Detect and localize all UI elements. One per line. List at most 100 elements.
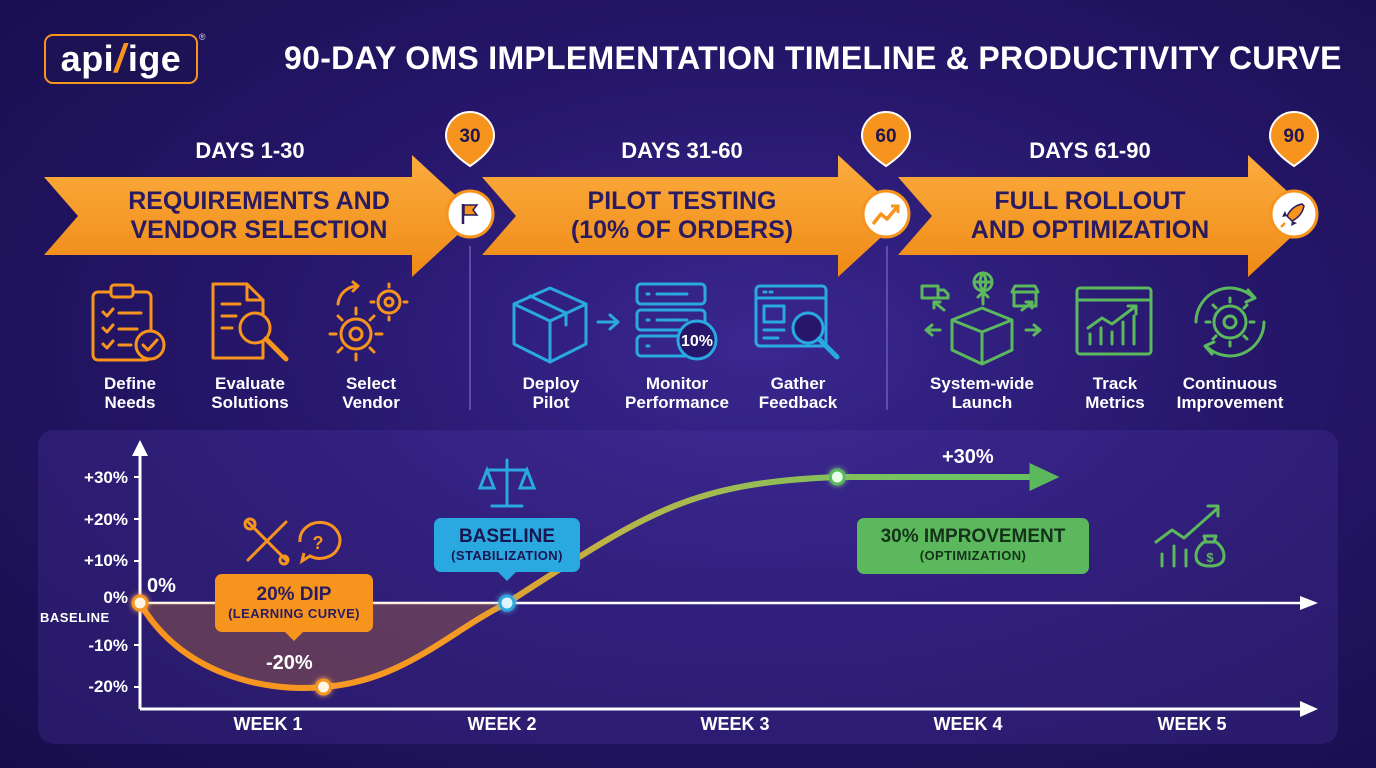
phase-2-arrow	[482, 155, 904, 277]
step-label-line2: Performance	[625, 393, 729, 412]
phase-3-title-line1: FULL ROLLOUT	[994, 187, 1186, 215]
curve-arrowhead	[1029, 463, 1060, 491]
y-tick-label: -10%	[88, 636, 128, 655]
cycle-gear-icon	[1194, 286, 1266, 358]
callout-title: BASELINE	[458, 526, 556, 547]
step-label-line2: Solutions	[211, 393, 289, 412]
x-tick-label: WEEK 4	[933, 714, 1003, 734]
step-label-line1: Monitor	[645, 374, 709, 393]
step-label-line2: Improvement	[1176, 393, 1284, 412]
phase-1-label: DAYS 1-30	[195, 138, 305, 163]
step-icons: 10%	[91, 271, 1266, 366]
milestone-pin-60	[860, 111, 912, 239]
step-label-line1: Continuous	[1182, 374, 1278, 393]
curve-point-start	[131, 594, 149, 612]
point-label-start: 0%	[147, 575, 176, 597]
phase-2-label: DAYS 31-60	[621, 138, 743, 163]
phase-2-title-line1: PILOT TESTING	[587, 187, 777, 215]
step-label-line2: Pilot	[532, 393, 570, 412]
productivity-curve-line	[137, 474, 1037, 691]
y-tick-label: +30%	[84, 468, 128, 487]
trend-up-icon	[871, 204, 900, 226]
step-label-line2: Needs	[104, 393, 156, 412]
phase-2-title: PILOT TESTING (10% OF ORDERS)	[548, 187, 816, 245]
phase-1-title: REQUIREMENTS AND VENDOR SELECTION	[118, 187, 400, 245]
y-tick-label: +10%	[84, 551, 128, 570]
page-title: 90-DAY OMS IMPLEMENTATION TIMELINE & PRO…	[284, 40, 1342, 76]
metrics-chart-icon	[1075, 286, 1153, 356]
optimization-callout: 30% IMPROVEMENT (OPTIMIZATION)	[857, 518, 1089, 574]
distribution-icon	[920, 271, 1042, 366]
milestone-number-30: 30	[459, 126, 481, 147]
x-tick-label: WEEK 1	[233, 714, 303, 734]
milestone-number-90: 90	[1283, 126, 1305, 147]
callout-pointer	[285, 632, 303, 641]
step-label-line1: Track	[1092, 374, 1138, 393]
rocket-icon	[1280, 203, 1305, 228]
step-label-line2: Metrics	[1085, 393, 1145, 412]
callout-title: 30% IMPROVEMENT	[880, 526, 1066, 547]
learning-curve-callout: 20% DIP (LEARNING CURVE)	[215, 574, 373, 641]
y-axis-arrowhead	[132, 440, 148, 456]
y-tick-label: -20%	[88, 677, 128, 696]
phase-3-title: FULL ROLLOUT AND OPTIMIZATION	[950, 187, 1230, 245]
callout-title: 20% DIP	[256, 584, 332, 605]
callout-pointer	[498, 572, 516, 581]
y-tick-label: 0%	[103, 588, 128, 607]
phase-2-title-line2: (10% OF ORDERS)	[570, 216, 794, 244]
y-tick-label: +20%	[84, 510, 128, 529]
milestone-pin-30	[444, 111, 496, 239]
phase-1-arrow	[44, 155, 478, 277]
logo-text-right: ige	[127, 38, 182, 79]
point-label-peak: +30%	[942, 446, 994, 468]
curve-point-baseline	[498, 594, 516, 612]
phase-3-label: DAYS 61-90	[1029, 138, 1151, 163]
phase-banner	[44, 111, 1320, 410]
baseline-arrowhead	[1300, 596, 1318, 610]
checklist-icon	[91, 283, 166, 362]
logo-registered-mark: ®	[198, 32, 206, 42]
stabilization-callout: BASELINE (STABILIZATION)	[434, 518, 580, 581]
phase-3-title-line2: AND OPTIMIZATION	[970, 216, 1210, 244]
step-label-line1: Deploy	[522, 374, 580, 393]
balance-scale-icon	[477, 458, 537, 508]
apiige-logo: api / ige ®	[44, 32, 205, 84]
question-bubble-icon: ?	[298, 520, 342, 565]
pilot-percent-badge: 10%	[681, 333, 713, 350]
svg-text:$: $	[1206, 550, 1214, 565]
milestone-pin-90	[1268, 111, 1320, 239]
browser-search-icon	[754, 284, 840, 360]
arrow-right-icon	[596, 313, 620, 331]
x-tick-label: WEEK 2	[467, 714, 537, 734]
tools-icon	[243, 517, 290, 566]
step-label-line2: Feedback	[758, 393, 838, 412]
phase-3-arrow	[898, 155, 1314, 277]
baseline-axis-label: BASELINE	[40, 610, 110, 625]
growth-money-icon: $	[1154, 504, 1226, 568]
phase-1-title-line2: VENDOR SELECTION	[130, 216, 388, 244]
x-tick-label: WEEK 5	[1157, 714, 1227, 734]
callout-subtitle: (OPTIMIZATION)	[919, 548, 1027, 563]
flag-icon	[461, 204, 479, 224]
svg-text:?: ?	[313, 533, 324, 553]
callout-subtitle: (LEARNING CURVE)	[228, 606, 360, 621]
step-label-line1: System-wide	[930, 374, 1034, 393]
step-label-line1: Evaluate	[215, 374, 285, 393]
document-search-icon	[211, 282, 289, 362]
step-label-line1: Gather	[770, 374, 826, 393]
point-label-dip: -20%	[266, 652, 313, 674]
x-tick-label: WEEK 3	[700, 714, 770, 734]
gears-icon	[328, 280, 409, 362]
phase-1-title-line1: REQUIREMENTS AND	[128, 187, 390, 215]
x-axis-arrowhead	[1300, 701, 1318, 717]
step-label-line2: Vendor	[342, 393, 400, 412]
step-label-line2: Launch	[951, 393, 1013, 412]
